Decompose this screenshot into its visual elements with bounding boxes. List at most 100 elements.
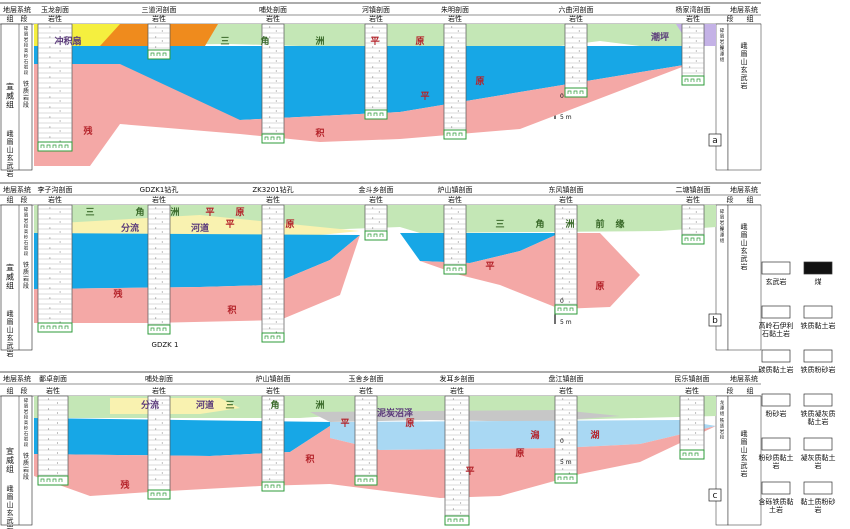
basalt-base-2 bbox=[147, 324, 171, 335]
svg-text:岩: 岩 bbox=[741, 81, 748, 90]
lithology-column-6 bbox=[564, 23, 588, 89]
formation-label-left: 宣威组 bbox=[6, 82, 14, 110]
facies-label-1: 分流 bbox=[141, 399, 159, 411]
legend-swatch-basalt bbox=[761, 261, 791, 275]
facies-label-11: 平 bbox=[465, 466, 474, 477]
member-header-right: 段 bbox=[727, 386, 734, 395]
basalt-base-5 bbox=[443, 129, 467, 140]
svg-text:玄: 玄 bbox=[741, 246, 748, 255]
svg-text:段: 段 bbox=[24, 223, 29, 230]
facies-label-2: 角 bbox=[135, 206, 144, 218]
svg-text:眉: 眉 bbox=[7, 493, 14, 501]
svg-text:武: 武 bbox=[741, 461, 748, 470]
basalt-base-6 bbox=[564, 87, 588, 98]
lithology-column-5 bbox=[443, 23, 467, 132]
svg-text:山: 山 bbox=[741, 57, 748, 66]
svg-text:眉: 眉 bbox=[7, 138, 14, 146]
facies-label-15: 残 bbox=[113, 288, 122, 300]
stratigraphic-system-header-left: 地层系统 bbox=[3, 5, 31, 14]
legend-label-carb_clay: 碳质黏土岩 bbox=[759, 365, 794, 374]
facies-label-13: 前 bbox=[595, 218, 604, 230]
facies-label-17: 平 bbox=[485, 261, 494, 272]
legend-swatch-tuff_clay bbox=[803, 437, 833, 451]
right-member-label-2: 龙潭组 bbox=[720, 226, 725, 244]
facies-label-5: 原 bbox=[235, 207, 244, 218]
distributary-channel-band bbox=[110, 398, 240, 414]
svg-text:岩: 岩 bbox=[24, 408, 29, 415]
svg-text:峨: 峨 bbox=[741, 429, 748, 438]
section-name-1: 玉龙剖面 bbox=[41, 5, 69, 14]
svg-text:武: 武 bbox=[7, 341, 14, 350]
stratigraphic-system-header-left: 地层系统 bbox=[3, 185, 31, 194]
svg-text:质: 质 bbox=[23, 459, 29, 467]
lithology-column-4 bbox=[354, 395, 378, 477]
facies-label-2: 三 bbox=[220, 36, 229, 47]
facies-label-6: 泥炭沼泽 bbox=[377, 407, 413, 419]
member-header-left: 段 bbox=[21, 14, 28, 23]
lithology-column-1 bbox=[37, 204, 73, 324]
facies-label-1: 冲积扇 bbox=[54, 35, 81, 47]
basalt-base-5 bbox=[444, 515, 470, 526]
lithology-column-2 bbox=[147, 23, 171, 52]
svg-text:山: 山 bbox=[741, 445, 748, 454]
kaolinite-blue-band-right bbox=[400, 233, 560, 263]
facies-label-9: 平 bbox=[420, 91, 429, 102]
svg-text:组: 组 bbox=[720, 56, 725, 63]
lithology-header-6: 岩性 bbox=[569, 14, 583, 23]
lithology-column-4 bbox=[364, 23, 388, 112]
svg-text:武: 武 bbox=[741, 254, 748, 263]
facies-label-12: 原 bbox=[515, 448, 524, 459]
svg-text:段: 段 bbox=[720, 44, 725, 51]
lagoon-band bbox=[330, 420, 716, 450]
group-header-right: 组 bbox=[747, 195, 754, 204]
section-name-6: 六曲河剖面 bbox=[559, 5, 594, 14]
svg-text:岩: 岩 bbox=[24, 436, 29, 443]
stratigraphic-system-header-right: 地层系统 bbox=[730, 185, 758, 194]
svg-text:段: 段 bbox=[24, 42, 29, 49]
basalt-base-7 bbox=[681, 234, 705, 245]
scale-zero-b: 0 bbox=[560, 298, 564, 305]
legend-label-basalt: 玄武岩 bbox=[766, 277, 787, 286]
legend-label-clay_silt: 黏土质粉砂岩 bbox=[801, 497, 836, 514]
svg-text:碎: 碎 bbox=[24, 206, 29, 213]
lithology-column-2 bbox=[147, 395, 171, 491]
stratigraphic-system-header-right: 地层系统 bbox=[730, 5, 758, 14]
panel-a bbox=[0, 2, 762, 171]
svg-text:碎: 碎 bbox=[24, 397, 29, 404]
svg-text:组: 组 bbox=[6, 280, 14, 290]
svg-text:峨: 峨 bbox=[7, 309, 14, 318]
svg-text:碎: 碎 bbox=[720, 27, 725, 34]
svg-text:碎: 碎 bbox=[720, 208, 725, 215]
svg-text:岩: 岩 bbox=[24, 245, 29, 252]
svg-text:屑: 屑 bbox=[24, 404, 29, 410]
borehole-label: GDZK 1 bbox=[152, 341, 179, 349]
svg-text:峨: 峨 bbox=[7, 129, 14, 138]
svg-text:组: 组 bbox=[6, 100, 14, 110]
facies-label-6: 分流 bbox=[121, 222, 139, 234]
facies-label-2: 河道 bbox=[196, 399, 214, 411]
svg-text:玄: 玄 bbox=[7, 153, 14, 162]
basalt-base-6 bbox=[554, 304, 578, 315]
lithology-header-1: 岩性 bbox=[48, 14, 62, 23]
scale-zero-c: 0 bbox=[560, 438, 564, 445]
section-name-1: 李子沟剖面 bbox=[38, 185, 73, 194]
svg-text:潭: 潭 bbox=[720, 232, 725, 239]
section-name-7: 二塘镇剖面 bbox=[676, 185, 711, 194]
svg-text:岩: 岩 bbox=[7, 349, 14, 358]
section-name-5: 炉山镇剖面 bbox=[438, 185, 473, 194]
svg-text:段: 段 bbox=[720, 225, 725, 232]
lithology-column-1 bbox=[37, 23, 73, 143]
facies-label-11: 潮坪 bbox=[651, 31, 669, 43]
svg-text:岩: 岩 bbox=[24, 36, 29, 43]
right-member-label-2: 龙潭组 bbox=[720, 45, 725, 63]
svg-text:山: 山 bbox=[7, 325, 14, 334]
svg-text:岩: 岩 bbox=[720, 428, 725, 435]
facies-label-3: 洲 bbox=[170, 207, 179, 218]
